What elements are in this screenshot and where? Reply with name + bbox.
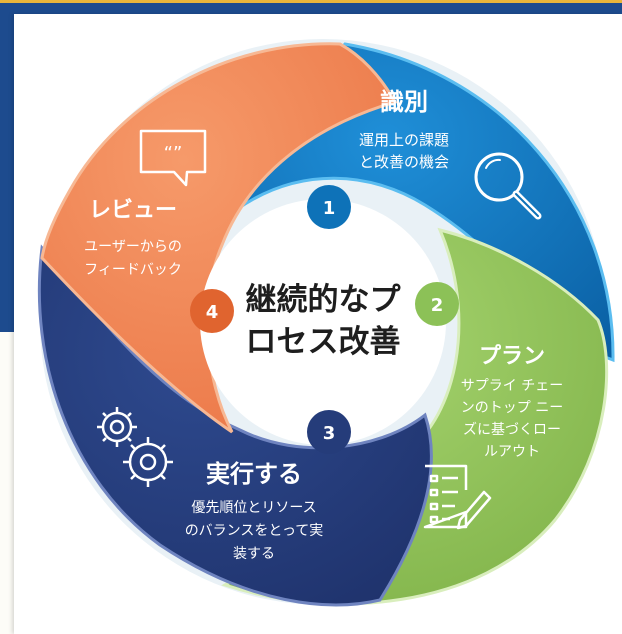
segment-identify-line1: 運用上の課題 xyxy=(359,131,449,149)
segment-execute-line3: 装する xyxy=(233,546,275,562)
segment-execute-line1: 優先順位とリソース xyxy=(191,500,316,516)
speech-bubble-quote-icon: “” xyxy=(139,129,207,187)
badge-1-label: 1 xyxy=(323,198,336,219)
segment-execute-line2: のバランスをとって実 xyxy=(185,523,324,539)
segment-execute-title: 実行する xyxy=(206,460,302,488)
badge-4-label: 4 xyxy=(206,302,219,323)
badge-3-label: 3 xyxy=(323,423,336,444)
segment-identify-title: 識別 xyxy=(380,88,428,116)
badge-3: 3 xyxy=(307,410,351,454)
badge-2-label: 2 xyxy=(431,295,444,316)
center-circle xyxy=(200,199,446,445)
gears-icon xyxy=(97,407,173,487)
segment-review[interactable] xyxy=(40,42,398,434)
segment-review-line2: フィードバック xyxy=(84,262,182,278)
segment-identify-line2: と改善の機会 xyxy=(359,153,449,171)
badge-4: 4 xyxy=(190,289,234,333)
segment-plan-line4: ルアウト xyxy=(484,444,540,460)
segment-plan-line1: サプライ チェー xyxy=(461,378,563,394)
segment-plan-line3: ズに基づくロー xyxy=(463,421,561,438)
segment-plan-line2: ンのトップ ニー xyxy=(461,400,563,416)
segment-review-line1: ユーザーからの xyxy=(84,239,182,255)
segment-review-title: レビュー xyxy=(89,198,177,223)
top-accent-line xyxy=(0,0,622,3)
segment-plan-title: プラン xyxy=(479,344,545,369)
checklist-pencil-icon xyxy=(423,464,492,530)
center-title-line1: 継続的なプ xyxy=(246,282,402,318)
speech-bubble-quote-glyph: “” xyxy=(164,143,183,164)
badge-2: 2 xyxy=(415,282,459,326)
badge-1: 1 xyxy=(307,185,351,229)
center-title-line2: ロセス改善 xyxy=(246,324,401,360)
magnifier-icon xyxy=(474,152,542,220)
